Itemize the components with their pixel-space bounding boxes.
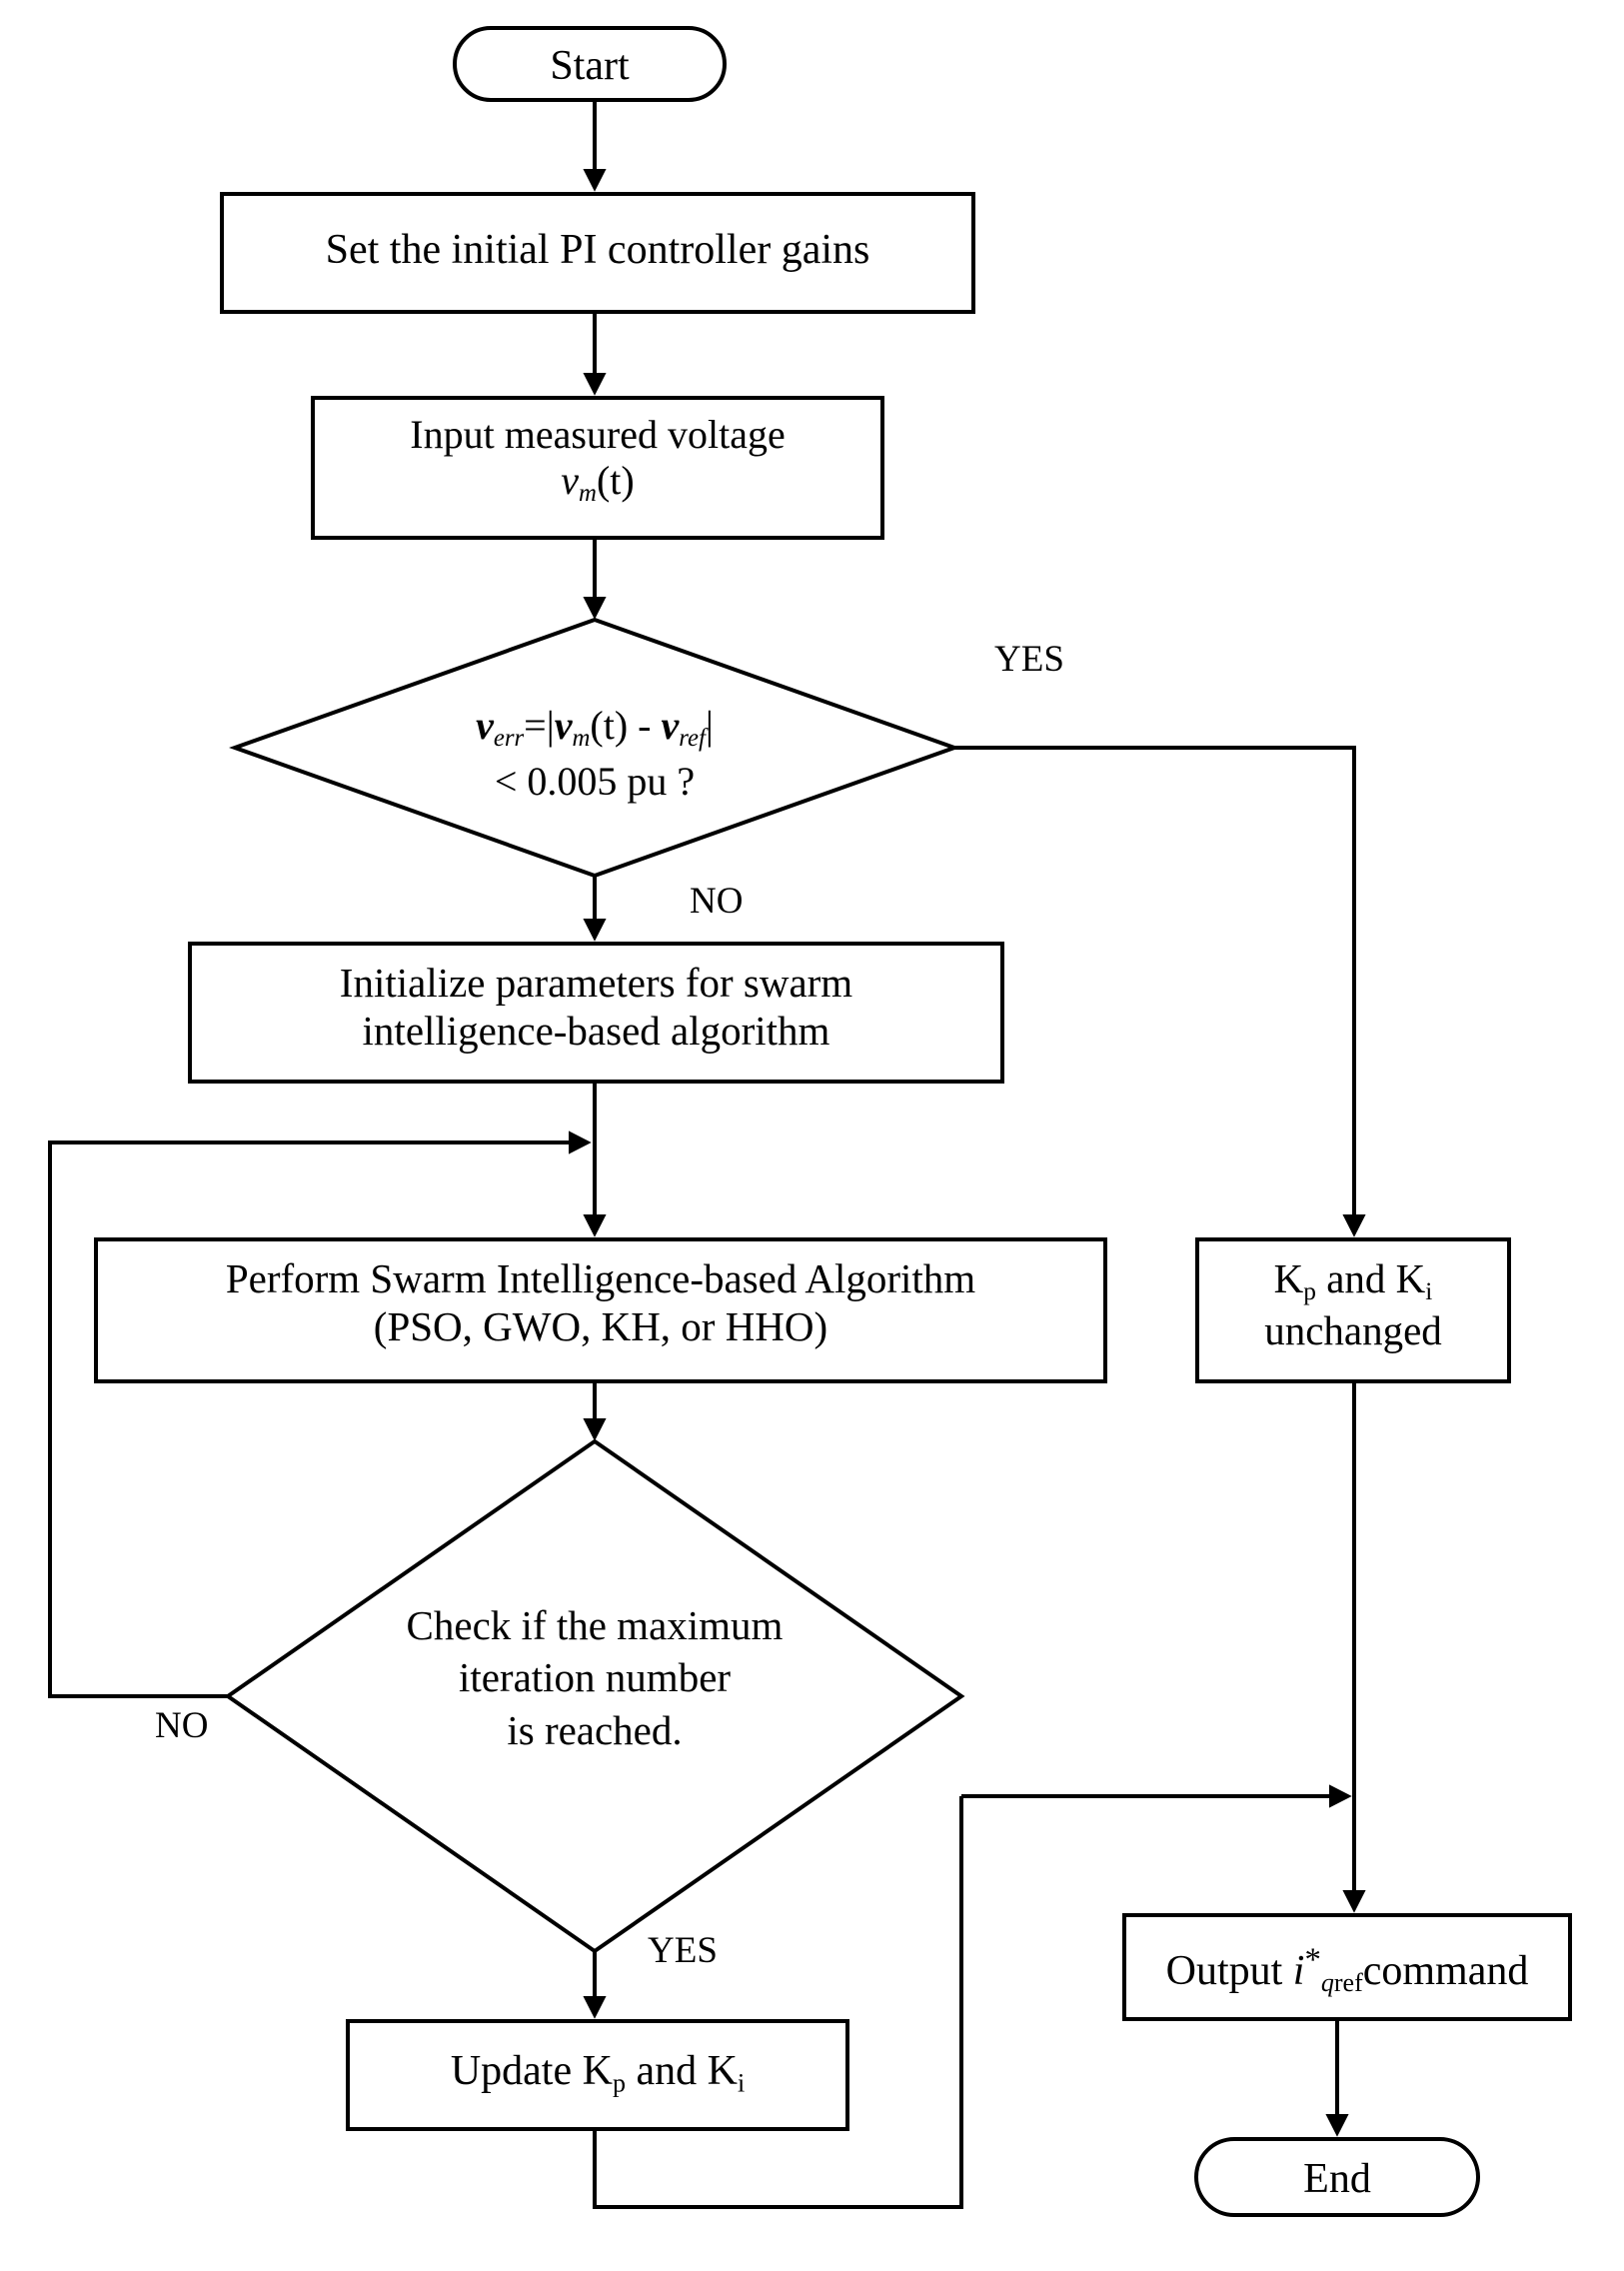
node-end-shape (1194, 2137, 1480, 2217)
node-set-gains-shape (220, 192, 975, 314)
edge-label-yes-error: YES (994, 639, 1064, 680)
node-output-cmd-shape (1122, 1913, 1572, 2021)
node-input-voltage-shape (311, 396, 884, 540)
edge-label-no-error: NO (690, 881, 744, 922)
edge-update-to-return-trunk (593, 1796, 963, 2209)
edge-decision-error-yes-to-unchanged (954, 746, 1366, 1237)
node-init-params-shape (188, 942, 1004, 1084)
node-start-shape (453, 26, 727, 102)
node-decision-iter-shape (224, 1438, 965, 1954)
node-gains-unchanged-shape (1195, 1237, 1511, 1383)
edge-decision-iter-no-loop (48, 1131, 592, 1698)
edge-label-no-iter: NO (155, 1705, 209, 1746)
node-update-gains-shape (346, 2019, 849, 2131)
node-decision-error-shape (229, 617, 960, 879)
node-perform-alg-shape (94, 1237, 1107, 1383)
edge-label-yes-iter: YES (648, 1930, 718, 1971)
